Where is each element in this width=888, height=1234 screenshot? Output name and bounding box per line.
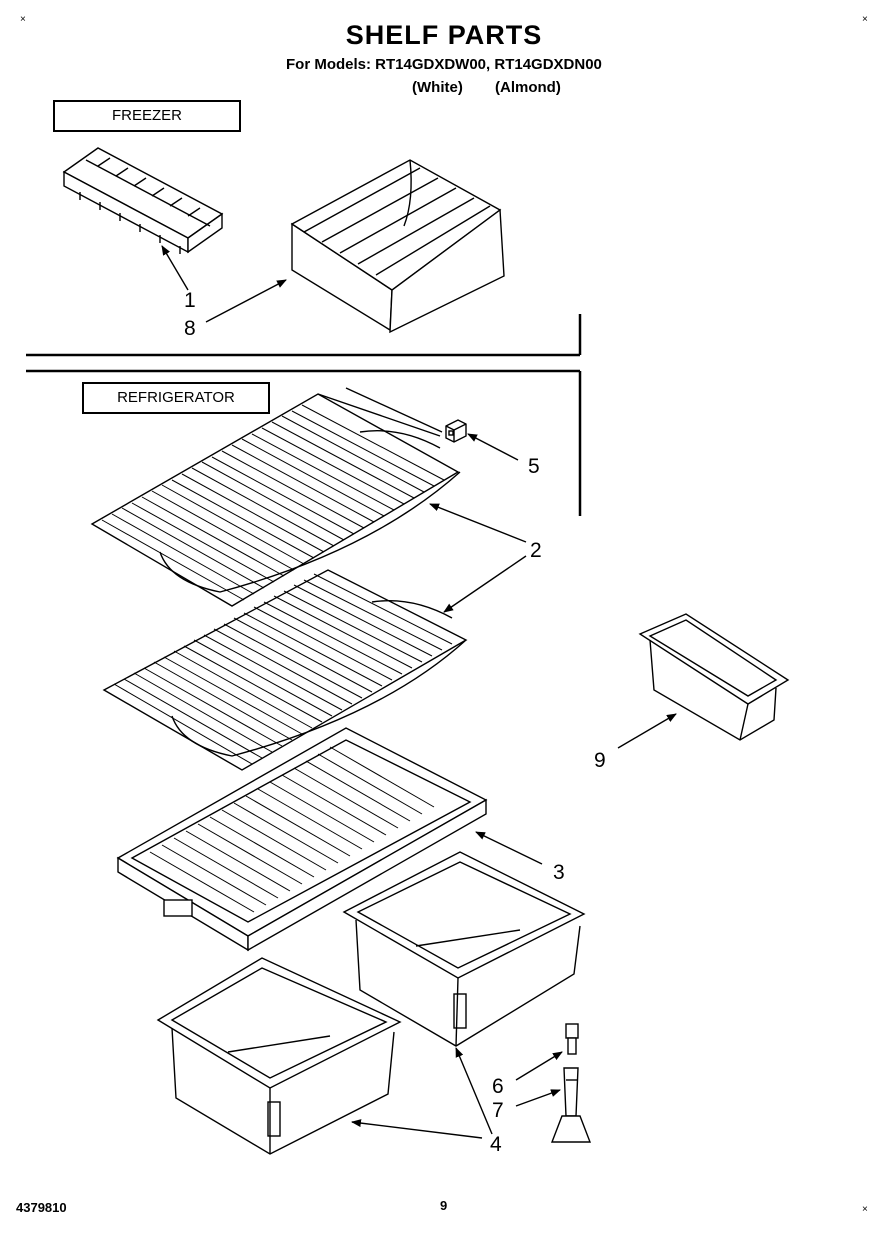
callout-9: 9 (594, 749, 606, 772)
document-number: 4379810 (16, 1200, 67, 1215)
callout-7: 7 (492, 1099, 504, 1122)
leader-lines (161, 245, 677, 1139)
freezer-shelf-illustration (290, 159, 505, 334)
crisper-pan-right-illustration (342, 851, 586, 1047)
roller-stem-illustration (550, 1023, 592, 1143)
crisper-pan-left-illustration (156, 957, 402, 1155)
crisper-cover-illustration (116, 727, 488, 952)
page-title: SHELF PARTS (345, 20, 543, 50)
callout-6: 6 (492, 1075, 504, 1098)
corner-mark-bottom-right: × (862, 1204, 868, 1215)
freezer-section-label: FREEZER (53, 100, 241, 132)
color-label-almond: (Almond) (495, 79, 561, 96)
callout-2: 2 (530, 539, 542, 562)
models-line: For Models: RT14GDXDW00, RT14GDXDN00 (286, 56, 602, 73)
crisper-cover-slots (149, 746, 435, 913)
door-bin-illustration (638, 613, 790, 741)
corner-mark-top-left: × (20, 14, 26, 25)
color-label-white: (White) (412, 79, 463, 96)
upper-wire-shelf-rods (101, 404, 445, 601)
callout-8: 8 (184, 317, 196, 340)
callout-3: 3 (553, 861, 565, 884)
callout-5: 5 (528, 455, 540, 478)
refrigerator-section-label: REFRIGERATOR (82, 382, 270, 414)
color-labels: (White) (Almond) (412, 79, 561, 96)
page-number: 9 (440, 1198, 448, 1213)
lower-wire-shelf-rods (113, 573, 453, 765)
ice-tray-illustration (62, 147, 224, 254)
corner-mark-top-right: × (862, 14, 868, 25)
callout-1: 1 (184, 289, 196, 312)
upper-wire-shelf-illustration (90, 393, 461, 607)
lower-wire-shelf-illustration (102, 569, 468, 771)
refrigerator-section-frame (26, 369, 582, 516)
callout-4: 4 (490, 1133, 502, 1156)
shelf-stop-illustration (445, 419, 467, 443)
freezer-section-frame (26, 314, 582, 357)
